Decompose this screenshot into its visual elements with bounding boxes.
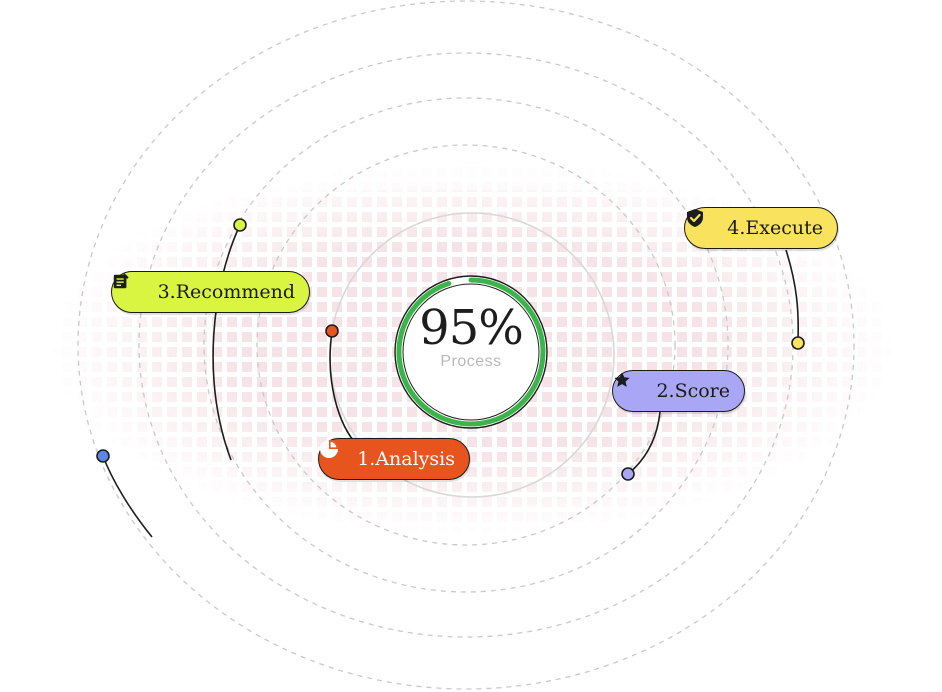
- node-blue: [96, 449, 110, 463]
- progress-inner-line: [402, 283, 540, 421]
- step-execute-pill[interactable]: 4.Execute: [684, 207, 838, 249]
- connector-recommend: [212, 224, 241, 461]
- step-recommend-pill[interactable]: 3.Recommend: [111, 271, 310, 313]
- step-execute-label: 4.Execute: [727, 217, 823, 239]
- node-lavender: [621, 467, 635, 481]
- note-edit-icon: [113, 273, 148, 303]
- progress-track: [394, 275, 548, 429]
- node-yellow: [791, 336, 805, 350]
- dashed-ring-4: [77, 0, 855, 690]
- node-lime: [233, 218, 247, 232]
- node-orange: [325, 324, 339, 338]
- connector-outer: [102, 455, 153, 538]
- progress-value: 95%: [419, 300, 524, 356]
- star-badge-icon: [614, 372, 646, 402]
- dashed-ring-2: [203, 97, 729, 593]
- progress-caption: Process: [440, 353, 502, 370]
- step-recommend-label: 3.Recommend: [157, 281, 295, 303]
- progress-readout: 95% Process: [393, 300, 549, 370]
- dashed-ring-1: [256, 144, 676, 546]
- pie-chart-icon: [320, 440, 347, 470]
- step-analysis-pill[interactable]: 1.Analysis: [318, 438, 470, 480]
- step-score-pill[interactable]: 2.Score: [612, 370, 745, 412]
- step-analysis-label: 1.Analysis: [357, 448, 455, 470]
- step-score-label: 2.Score: [656, 380, 730, 402]
- shield-check-icon: [687, 209, 717, 239]
- connector-execute: [785, 249, 800, 343]
- progress-arc: [396, 277, 546, 427]
- dot-grid-topfade: [50, 150, 895, 190]
